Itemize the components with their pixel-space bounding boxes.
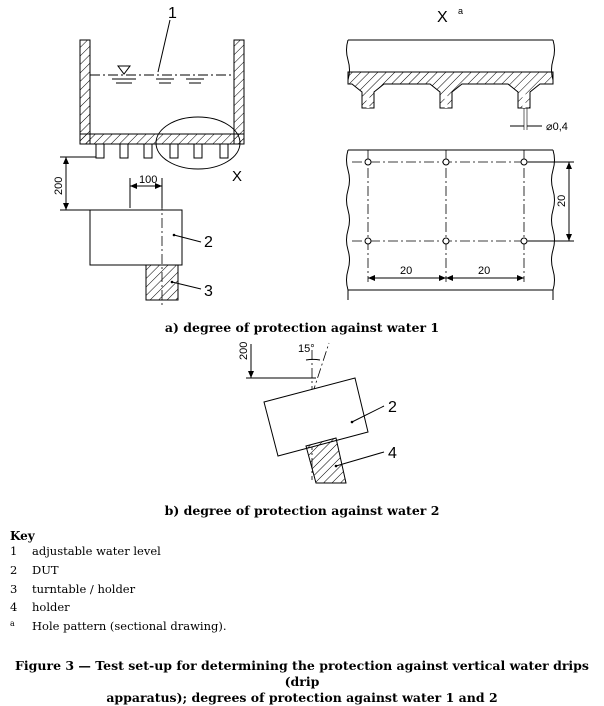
detail-title-ref: a (458, 6, 463, 16)
hole-pattern (346, 149, 574, 300)
label-2a: 2 (204, 234, 213, 251)
label-4: 4 (388, 445, 397, 462)
caption-a: a) degree of protection against water 1 (164, 320, 440, 335)
dut-a (89, 209, 183, 266)
dim-100 (129, 178, 163, 208)
dim-200-a-text: 200 (53, 177, 65, 195)
figure-title-line1: Figure 3 — Test set-up for determining t… (15, 658, 589, 689)
dim-100-text: 100 (139, 174, 157, 186)
caption-b: b) degree of protection against water 2 (164, 503, 440, 518)
label-3: 3 (204, 283, 213, 300)
dim-200-b-text: 200 (238, 342, 250, 360)
water-level (90, 65, 234, 84)
section-drawing (346, 39, 555, 130)
leader-4 (335, 451, 385, 467)
dim-20-v-text: 20 (556, 195, 568, 207)
leader-2b (351, 405, 385, 423)
detail-title-x: X (437, 9, 448, 26)
label-2b: 2 (388, 399, 397, 416)
holder-4 (305, 437, 347, 484)
leader-2a (173, 234, 202, 243)
water-tank (79, 39, 245, 159)
dim-diameter-text: ⌀0,4 (546, 121, 568, 133)
figure-title-line2: apparatus); degrees of protection agains… (106, 690, 498, 705)
detail-label-x: X (232, 168, 242, 185)
dim-200-b (246, 344, 316, 379)
detail-ellipse (155, 116, 241, 170)
dim-20-h2-text: 20 (478, 265, 490, 277)
dim-200-a (60, 156, 96, 211)
key-title: Key (10, 529, 35, 543)
angle-15-text: 15° (298, 343, 315, 355)
leader-1 (157, 19, 171, 73)
figure-title: Figure 3 — Test set-up for determining t… (0, 658, 604, 706)
dim-20-h1-text: 20 (400, 265, 412, 277)
leader-3 (171, 281, 202, 290)
label-1: 1 (168, 5, 177, 22)
dut-b (263, 377, 369, 457)
